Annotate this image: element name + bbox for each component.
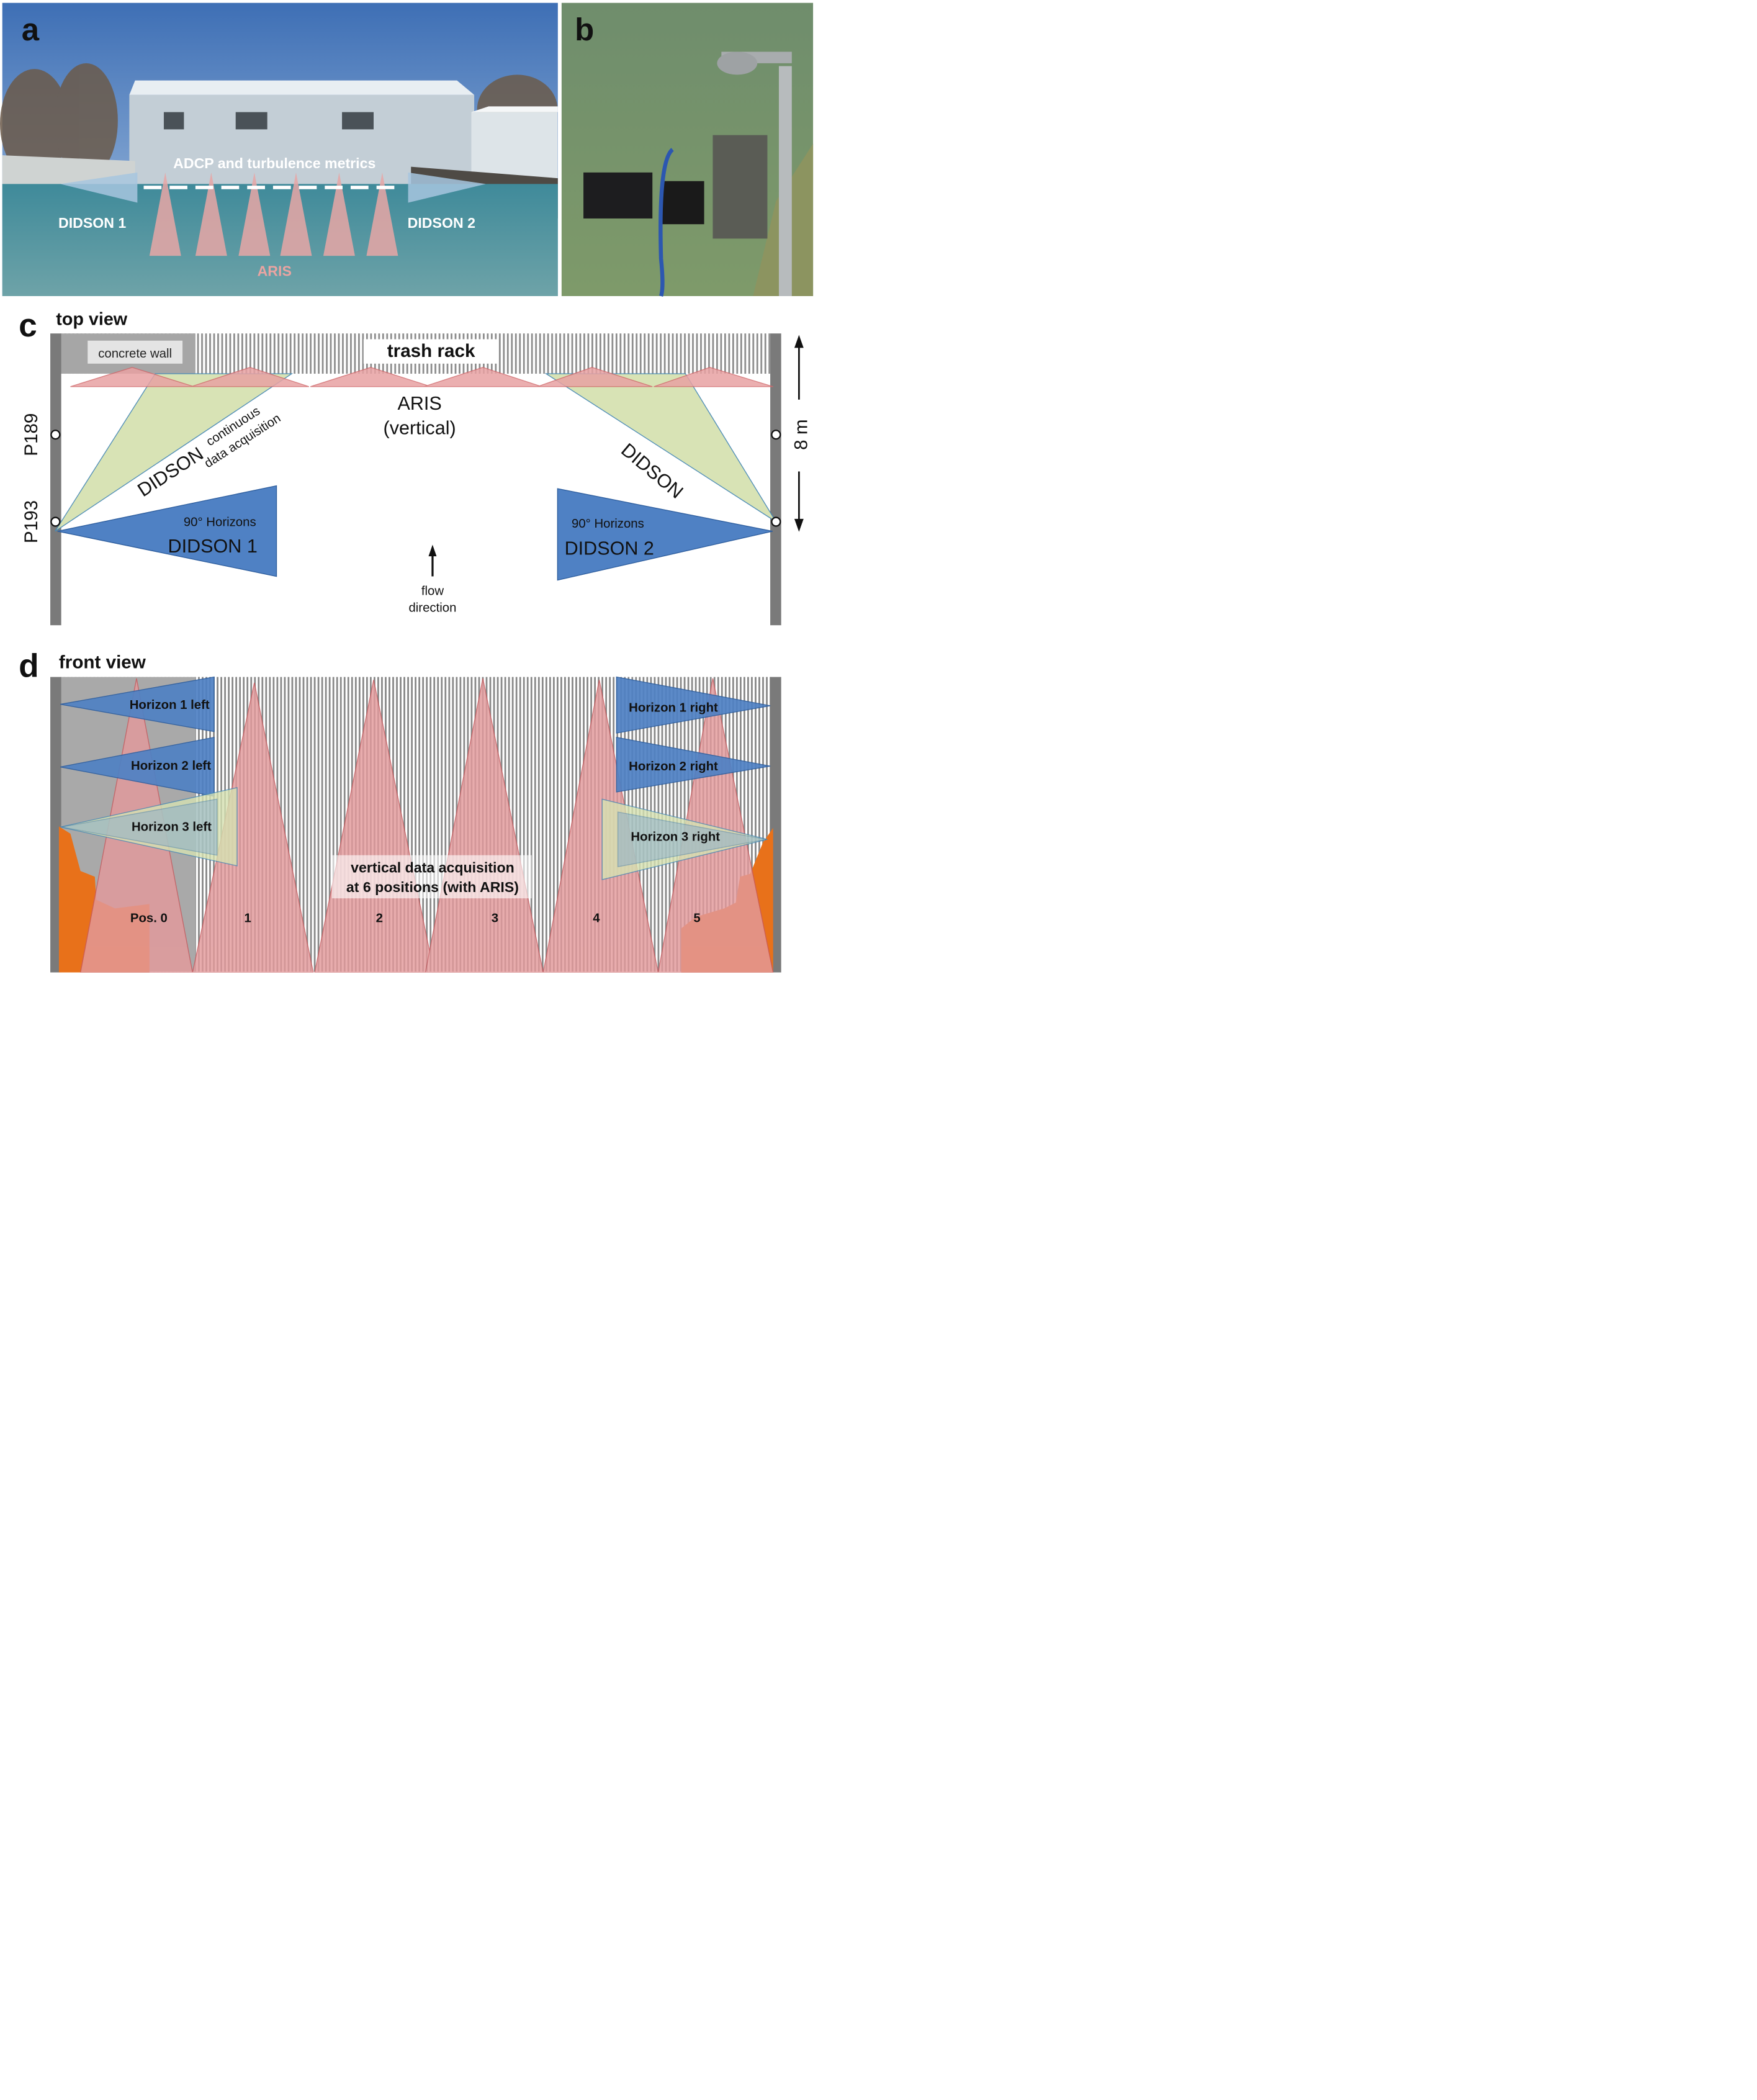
aris-top-view-beams [70, 367, 773, 387]
direction-label: direction [408, 601, 456, 615]
sensor-markers [50, 430, 781, 527]
concrete-wall-label-box [88, 340, 183, 364]
aris-vertical-label: (vertical) [384, 417, 456, 438]
horizon2-left-label: Horizon 2 left [131, 759, 211, 773]
horizons-right-label: 90° Horizons [572, 517, 644, 531]
position-label: 4 [593, 912, 600, 926]
cable [658, 148, 674, 297]
vertical-acq-label-line2: at 6 positions (with ARIS) [346, 879, 519, 895]
panel-b-photo: b [561, 2, 814, 297]
aris-beams-photo [149, 172, 398, 256]
horizon1-left-label: Horizon 1 left [130, 698, 210, 712]
horizon3-right-green [601, 798, 768, 880]
left-wall-front [50, 677, 61, 973]
didson2-horizons-beam [557, 488, 773, 581]
panel-a-photo: ADCP and turbulence metrics DIDSON 1 DID… [0, 2, 558, 296]
position-label: 5 [693, 912, 700, 926]
horizon3-left-green [60, 787, 238, 867]
mounting-pole [778, 66, 792, 296]
horizon1-left-beam [60, 676, 215, 732]
didson2-beam-photo [408, 172, 486, 203]
didson1-beam-photo [60, 172, 138, 203]
concrete-wall-label: concrete wall [98, 347, 172, 361]
panel-c-title: top view [56, 309, 128, 329]
aris-photo-label: ARIS [258, 263, 292, 279]
didson1-photo-label: DIDSON 1 [58, 215, 126, 231]
flow-arrow [428, 544, 437, 577]
horizon3-left-beam [61, 798, 218, 856]
trash-rack-label: trash rack [387, 341, 475, 361]
position-label: 1 [245, 912, 251, 926]
position-label: 3 [492, 912, 498, 926]
aris-camera [661, 181, 704, 225]
didson2-label: DIDSON 2 [565, 538, 654, 559]
flow-label: flow [421, 585, 444, 598]
horizon2-right-label: Horizon 2 right [629, 760, 718, 773]
horizon2-right-beam [616, 736, 771, 793]
position-label: 2 [376, 912, 383, 926]
horizon1-right-beam [616, 676, 771, 734]
vertical-acq-label-box [331, 855, 532, 899]
aris-vertical-beams [79, 678, 774, 973]
winch-box [712, 135, 768, 239]
panel-d-title: front view [59, 652, 146, 673]
didson-continuous-beam-right [544, 373, 776, 523]
p193-label: P193 [21, 500, 42, 543]
horizon1-right-label: Horizon 1 right [629, 701, 718, 715]
position-label: Pos. 0 [130, 912, 168, 926]
didson1-horizons-beam [57, 485, 277, 577]
horizon3-right-beam [617, 811, 766, 868]
scale-arrow [794, 335, 804, 532]
panel-c-top-view: c top view concrete wall trash rack [19, 307, 811, 626]
p189-label: P189 [21, 413, 42, 456]
panel-b-letter: b [575, 12, 594, 47]
horizon3-left-label: Horizon 3 left [132, 820, 212, 834]
horizons-left-label: 90° Horizons [184, 515, 256, 529]
didson2-photo-label: DIDSON 2 [408, 215, 475, 231]
right-wall [770, 333, 781, 626]
horizon3-right-label: Horizon 3 right [631, 831, 720, 844]
didson-continuous-beam-left [55, 373, 294, 532]
panel-d-front-view: d front view Horizon 1 left [19, 648, 781, 973]
left-wall [50, 333, 61, 626]
panel-a-letter: a [22, 12, 40, 47]
aris-top-label: ARIS [397, 393, 441, 414]
panel-d-letter: d [19, 648, 39, 685]
horizon2-left-beam [60, 736, 215, 797]
water [2, 184, 558, 296]
didson1-label: DIDSON 1 [168, 536, 258, 557]
vertical-acq-label-line1: vertical data acquisition [351, 859, 515, 875]
adcp-label: ADCP and turbulence metrics [173, 155, 375, 171]
scale-label: 8 m [791, 419, 811, 449]
didson-camera [583, 172, 653, 219]
panel-c-letter: c [19, 307, 37, 344]
